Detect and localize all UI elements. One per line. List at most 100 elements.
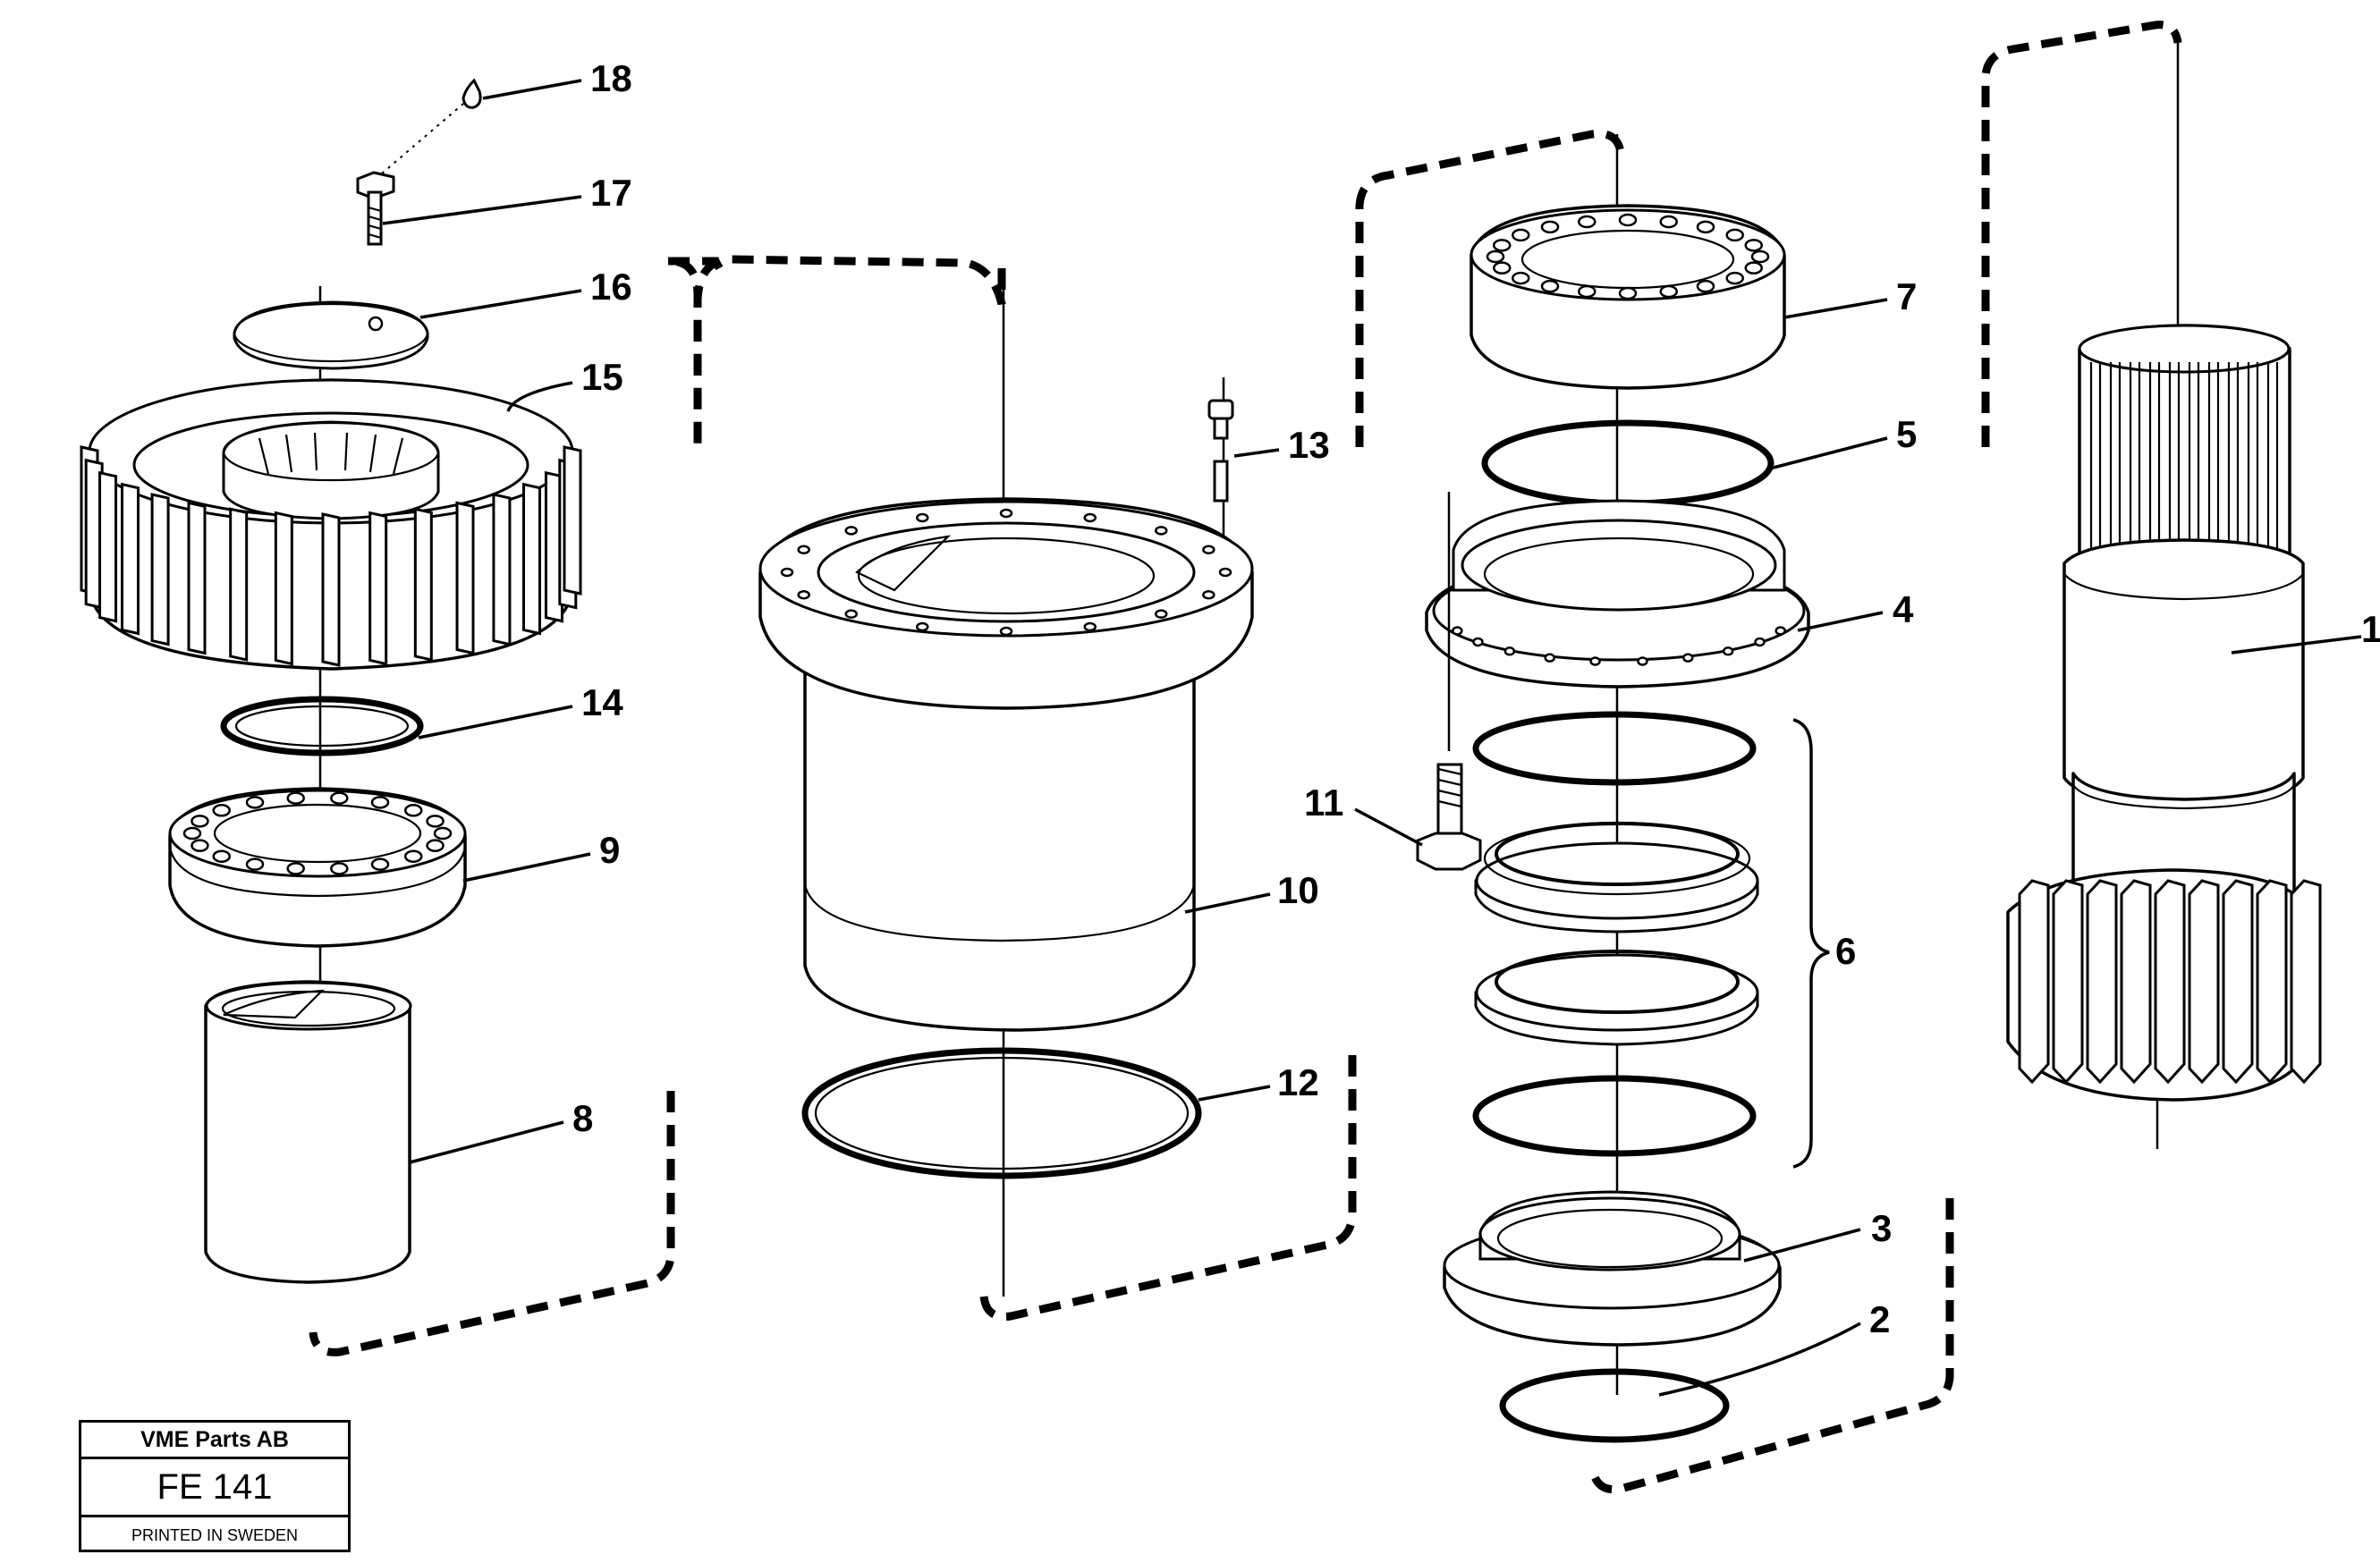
shaft-spline	[2168, 362, 2181, 553]
bearing-roller	[1618, 213, 1638, 227]
shaft-spline	[2129, 362, 2141, 553]
shaft-1	[2006, 324, 2322, 1102]
hub-bolt-hole	[1218, 567, 1232, 578]
ring-6a	[1472, 711, 1757, 786]
bearing-roller	[426, 815, 445, 828]
gear-tooth	[321, 512, 341, 667]
oring-12-inner	[814, 1056, 1190, 1170]
leader-18	[482, 79, 582, 100]
bearing-roller	[1618, 286, 1638, 300]
leader-8	[409, 1120, 564, 1164]
pinion-tooth	[2086, 879, 2118, 1085]
hub-10	[758, 497, 1254, 1032]
bearing-roller	[245, 796, 265, 809]
plate-16	[233, 300, 429, 370]
bearing-roller	[1725, 271, 1744, 285]
bearing-roller	[370, 796, 390, 809]
bolt-11	[1416, 492, 1482, 871]
callout-12: 12	[1277, 1061, 1319, 1103]
gear-tooth	[368, 511, 388, 666]
leader-3	[1743, 1228, 1861, 1263]
snap-ring-5	[1481, 419, 1774, 507]
leader-4	[1797, 611, 1884, 632]
shaft-spline	[2266, 362, 2279, 553]
bearing-roller	[286, 791, 305, 805]
dotted-leader-18	[375, 97, 470, 180]
bearing-roller	[212, 804, 232, 817]
callout-1: 1	[2361, 608, 2380, 650]
pinion-tooth	[2188, 879, 2220, 1085]
callout-3: 3	[1871, 1207, 1892, 1249]
hub-bolt-hole	[915, 512, 929, 523]
bearing-roller	[1659, 215, 1678, 229]
hub-bolt-hole	[780, 567, 794, 578]
title-block-company: VME Parts AB	[81, 1423, 348, 1459]
bearing-roller	[370, 858, 390, 871]
bearing-roller	[1512, 271, 1530, 285]
flange-4-holes	[1452, 626, 1786, 666]
bearing-roller	[1578, 284, 1597, 299]
bearing-roller	[1744, 261, 1764, 275]
flange-hole	[1774, 626, 1786, 636]
leader-17	[382, 195, 582, 225]
oil-drop-icon	[462, 78, 482, 109]
hub-bolt-hole	[797, 545, 810, 554]
gear-tooth	[455, 501, 475, 655]
gear-tooth	[492, 493, 512, 646]
bearing-roller	[330, 862, 349, 875]
bolt-13	[1207, 377, 1234, 617]
bearing-roller	[1512, 228, 1530, 242]
callout-10: 10	[1277, 869, 1319, 911]
bearing-roller	[191, 839, 209, 852]
bearing-roller	[286, 862, 305, 875]
hub-bolt-hole	[844, 526, 859, 536]
callout-7: 7	[1896, 275, 1917, 317]
flange-hole	[1544, 653, 1555, 663]
shaft-spline	[2207, 362, 2220, 553]
shaft-spline	[2109, 362, 2122, 553]
hub-bolt-hole	[1202, 545, 1215, 554]
callout-13: 13	[1288, 424, 1330, 466]
gear-tooth	[150, 493, 170, 646]
bearing-roller	[1696, 220, 1715, 234]
hub-bolt-hole	[999, 626, 1013, 637]
pinion-tooth	[2256, 879, 2288, 1085]
leader-11	[1354, 807, 1423, 847]
title-block-printed: PRINTED IN SWEDEN	[131, 1526, 298, 1544]
hub-bolt-hole	[1202, 590, 1215, 600]
hub-bolt-hole	[999, 508, 1013, 519]
callout-4: 4	[1893, 588, 1914, 630]
callout-2: 2	[1869, 1298, 1890, 1340]
flange-hole	[1472, 637, 1484, 647]
title-block: VME Parts AB FE 141 PRINTED IN SWEDEN	[79, 1420, 351, 1552]
flange-4	[1425, 499, 1810, 689]
bearing-7	[1470, 204, 1786, 390]
bearing-roller	[1659, 284, 1678, 299]
bearing-roller	[1750, 249, 1770, 264]
leader-5	[1766, 436, 1888, 471]
callout-5: 5	[1896, 413, 1917, 455]
shaft-spline	[2188, 362, 2200, 553]
leader-2	[1658, 1322, 1861, 1397]
leader-15	[506, 381, 573, 412]
shaft-1-splines	[2089, 362, 2279, 553]
oring-12	[801, 1047, 1202, 1179]
ring-14-inner	[234, 705, 410, 748]
bearing-roller	[330, 791, 349, 805]
bearing-roller	[403, 849, 423, 863]
bearing-roller	[403, 804, 423, 817]
bearing-roller	[1492, 261, 1512, 275]
bearing-roller	[1492, 239, 1512, 252]
flange-hole	[1637, 656, 1648, 666]
ring-6b	[1474, 821, 1759, 934]
bearing-roller	[1696, 279, 1715, 293]
leader-7	[1783, 298, 1888, 319]
callout-18: 18	[590, 57, 632, 99]
leader-13	[1233, 448, 1280, 458]
gear-tooth	[229, 507, 249, 662]
gear-tooth	[521, 482, 541, 636]
flange-hole	[1503, 646, 1516, 656]
bearing-roller	[1744, 239, 1764, 252]
flange-hole	[1682, 653, 1694, 663]
